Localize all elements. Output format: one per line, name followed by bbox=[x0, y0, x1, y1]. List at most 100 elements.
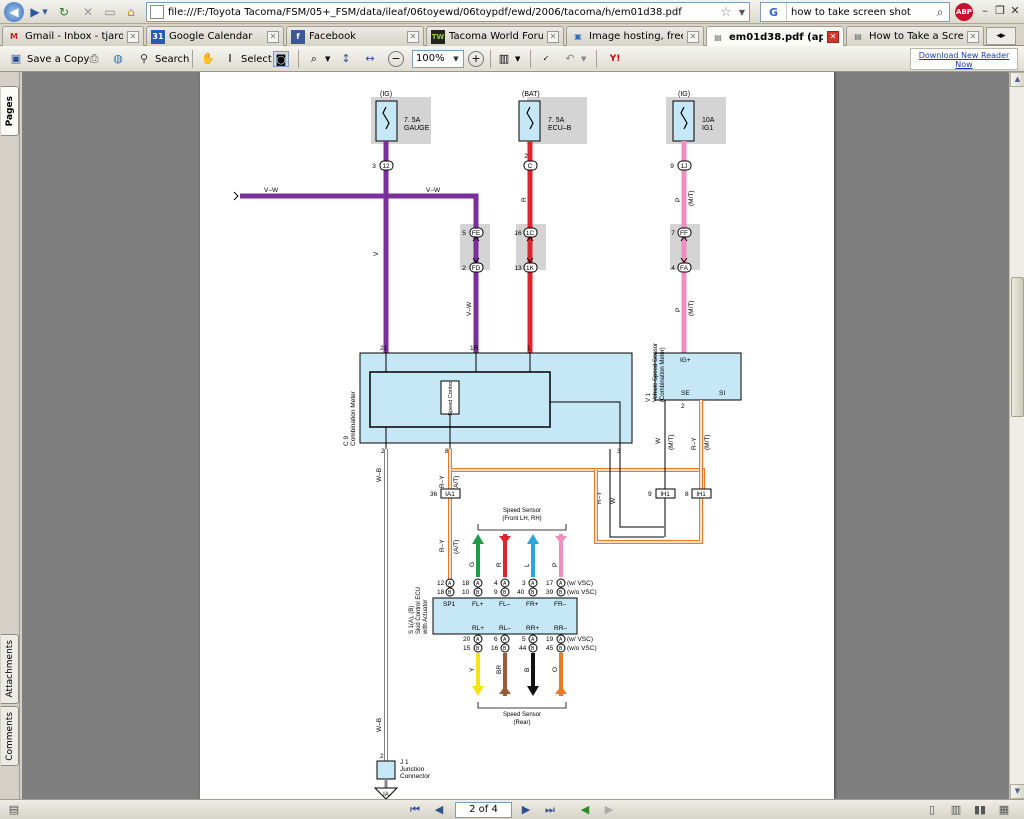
continuous-view-button[interactable]: ▥ bbox=[948, 802, 964, 818]
tab-label: Gmail - Inbox - tjarosjr... bbox=[25, 31, 123, 42]
zoom-in-button[interactable]: + bbox=[468, 49, 487, 69]
print-button[interactable]: ⎙ bbox=[86, 49, 105, 69]
url-bar[interactable]: file:///F:/Toyota Tacoma/FSM/05+_FSM/dat… bbox=[146, 2, 750, 22]
next-page-button[interactable]: ▶ bbox=[518, 802, 534, 818]
pin-number: 9 bbox=[494, 589, 498, 596]
next-view-button[interactable]: ▶ bbox=[601, 802, 617, 818]
vss-si-label: SI bbox=[719, 390, 725, 397]
arrow-down-icon bbox=[472, 686, 484, 696]
wire-label: (M/T) bbox=[704, 434, 711, 450]
previous-page-button[interactable]: ◀ bbox=[431, 802, 447, 818]
comments-tab[interactable]: Comments bbox=[1, 706, 19, 766]
pin-number: 40 bbox=[517, 589, 525, 596]
back-button[interactable]: ◀ bbox=[4, 2, 24, 22]
first-page-button[interactable]: ⏮ bbox=[407, 802, 423, 818]
page-icon bbox=[150, 5, 164, 19]
pages-tab[interactable]: Pages bbox=[1, 86, 19, 136]
print-preview-button[interactable]: ▭ bbox=[100, 2, 120, 22]
facing-pages-icon: ▮▮ bbox=[973, 803, 987, 816]
document-viewport[interactable]: (IG) 7. 5A GAUGE (BAT) 7. 5A ECU–B (IG) … bbox=[22, 72, 1009, 799]
wire-label: Y bbox=[469, 667, 476, 672]
wire-label: R bbox=[496, 562, 503, 567]
scrollbar-thumb[interactable] bbox=[1011, 277, 1024, 417]
panel-toggle-button[interactable]: ▤ bbox=[6, 802, 22, 818]
minimize-button[interactable]: – bbox=[982, 4, 988, 17]
tab-close-icon[interactable]: ✕ bbox=[267, 30, 279, 43]
vertical-scrollbar[interactable]: ▲ ▼ bbox=[1009, 72, 1024, 799]
tab-close-icon[interactable]: ✕ bbox=[127, 30, 139, 43]
continuous-facing-view-button[interactable]: ▦ bbox=[996, 802, 1012, 818]
attachments-tab[interactable]: Attachments bbox=[1, 634, 19, 704]
zoom-tool-button[interactable]: ⌕▼ bbox=[306, 49, 330, 69]
save-copy-button[interactable]: ▣Save a Copy bbox=[8, 49, 90, 69]
wire-label: P bbox=[552, 563, 559, 567]
download-reader-link[interactable]: Download New Reader Now bbox=[910, 48, 1018, 70]
connector-letter: B bbox=[476, 646, 480, 652]
gmail-icon: M bbox=[10, 32, 18, 41]
search-icon[interactable]: ⌕ bbox=[936, 4, 944, 19]
previous-view-button[interactable]: ◀ bbox=[577, 802, 593, 818]
single-page-view-button[interactable]: ▯ bbox=[924, 802, 940, 818]
page-layout-button[interactable]: ▥▼ bbox=[496, 49, 521, 69]
bookmark-star-icon[interactable]: ☆ bbox=[720, 4, 732, 20]
pin-number: 10 bbox=[462, 589, 470, 596]
spellcheck-button[interactable]: ✓ bbox=[538, 49, 557, 69]
pin-number: 2 bbox=[380, 753, 384, 760]
adblock-icon[interactable]: ABP bbox=[955, 3, 973, 21]
toolbar-separator bbox=[530, 50, 531, 68]
wire-label: R–Y bbox=[596, 491, 603, 504]
tab-gmail[interactable]: M Gmail - Inbox - tjarosjr... ✕ bbox=[2, 26, 144, 46]
pin-number: 39 bbox=[546, 589, 554, 596]
reader-status-bar: ▤ ⏮ ◀ 2 of 4 ▶ ⏭ ◀ ▶ ▯ ▥ ▮▮ ▦ bbox=[0, 799, 1024, 819]
url-dropdown-icon[interactable]: ▼ bbox=[738, 7, 746, 17]
scroll-down-button[interactable]: ▼ bbox=[1010, 784, 1024, 799]
ecu-terminal-label: RL+ bbox=[472, 625, 484, 632]
wire-w-link bbox=[619, 449, 664, 528]
connector-arrows-icon bbox=[472, 236, 688, 263]
tab-close-icon[interactable]: ✕ bbox=[547, 30, 559, 43]
page-number-field[interactable]: 2 of 4 bbox=[455, 802, 512, 818]
tab-close-icon[interactable]: ✕ bbox=[687, 30, 699, 43]
tab-facebook[interactable]: f Facebook ✕ bbox=[286, 26, 424, 46]
yahoo-button[interactable]: Y! bbox=[604, 49, 629, 69]
zoom-out-button[interactable]: − bbox=[388, 49, 407, 69]
tab-close-icon[interactable]: ✕ bbox=[827, 31, 839, 43]
forward-button[interactable]: ▶ bbox=[25, 2, 45, 22]
search-button[interactable]: ⚲Search bbox=[136, 49, 189, 69]
search-input[interactable]: how to take screen shot bbox=[791, 6, 911, 18]
tab-bar: M Gmail - Inbox - tjarosjr... ✕ 31 Googl… bbox=[0, 24, 1024, 47]
tab-google-calendar[interactable]: 31 Google Calendar ✕ bbox=[146, 26, 284, 46]
search-engine-icon[interactable]: G bbox=[761, 3, 787, 21]
tab-tacoma-world[interactable]: TW Tacoma World Forums -... ✕ bbox=[426, 26, 564, 46]
close-window-button[interactable]: ✕ bbox=[1010, 4, 1020, 17]
terminal-label: FA bbox=[680, 265, 689, 272]
pin-number: 9 bbox=[670, 163, 674, 170]
zoom-level-select[interactable]: 100%▼ bbox=[412, 50, 464, 68]
tab-pdf-active[interactable]: ▤ em01d38.pdf (appli... ✕ bbox=[706, 26, 844, 47]
reload-button[interactable]: ↻ bbox=[54, 2, 74, 22]
tab-image-hosting[interactable]: ▣ Image hosting, free ph... ✕ bbox=[566, 26, 704, 46]
history-dropdown[interactable]: ▼ bbox=[40, 2, 50, 22]
restore-button[interactable]: ❐ bbox=[995, 4, 1005, 17]
facing-view-button[interactable]: ▮▮ bbox=[972, 802, 988, 818]
tab-close-icon[interactable]: ✕ bbox=[967, 30, 979, 43]
rotate-button[interactable]: ↶▼ bbox=[562, 49, 586, 69]
home-button[interactable]: ⌂ bbox=[121, 2, 141, 22]
hand-tool-button[interactable]: ✋ bbox=[200, 49, 219, 69]
stop-button[interactable]: ✕ bbox=[78, 2, 98, 22]
pin-number: 3 bbox=[372, 163, 376, 170]
chevron-down-icon: ▼ bbox=[325, 55, 331, 63]
connector-a-pin bbox=[473, 578, 483, 588]
scroll-up-button[interactable]: ▲ bbox=[1010, 72, 1024, 87]
tab-list-button[interactable]: ◂▸ bbox=[986, 27, 1016, 45]
snapshot-tool-button[interactable]: ◙ bbox=[273, 49, 292, 69]
tab-how-to-screenshot[interactable]: ▤ How to Take a Screens... ✕ bbox=[846, 26, 984, 46]
actual-size-button[interactable]: ↕ bbox=[338, 49, 357, 69]
fit-width-button[interactable]: ↔ bbox=[362, 49, 381, 69]
tab-close-icon[interactable]: ✕ bbox=[407, 30, 419, 43]
email-button[interactable]: ◍ bbox=[110, 49, 129, 69]
last-page-button[interactable]: ⏭ bbox=[542, 802, 558, 818]
wire-label: W bbox=[610, 497, 617, 504]
search-bar[interactable]: G how to take screen shot ⌕ bbox=[760, 2, 950, 22]
